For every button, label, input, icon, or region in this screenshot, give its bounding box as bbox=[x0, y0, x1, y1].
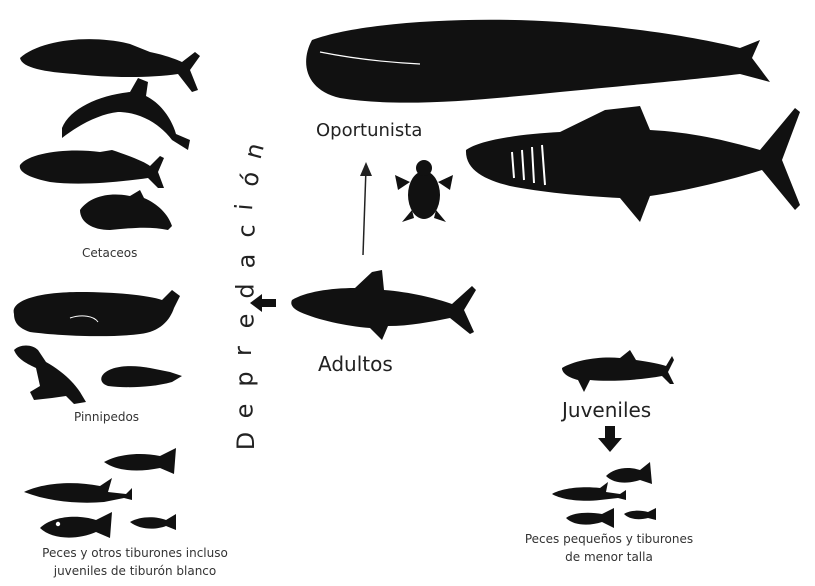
depredacion-letter: r bbox=[229, 344, 257, 356]
depredacion-letter: i bbox=[230, 200, 259, 211]
depredacion-letter: e bbox=[231, 312, 259, 329]
depredacion-letter: c bbox=[233, 222, 261, 237]
depredacion-letter: p bbox=[231, 369, 259, 386]
depredacion-letter: d bbox=[232, 281, 260, 298]
depredacion-letter: e bbox=[230, 402, 258, 419]
depredacion-letter: ó bbox=[235, 167, 265, 188]
depredacion-letter: n bbox=[239, 138, 271, 162]
depredacion-letter: D bbox=[232, 430, 260, 450]
depredacion-letter: a bbox=[232, 252, 260, 269]
